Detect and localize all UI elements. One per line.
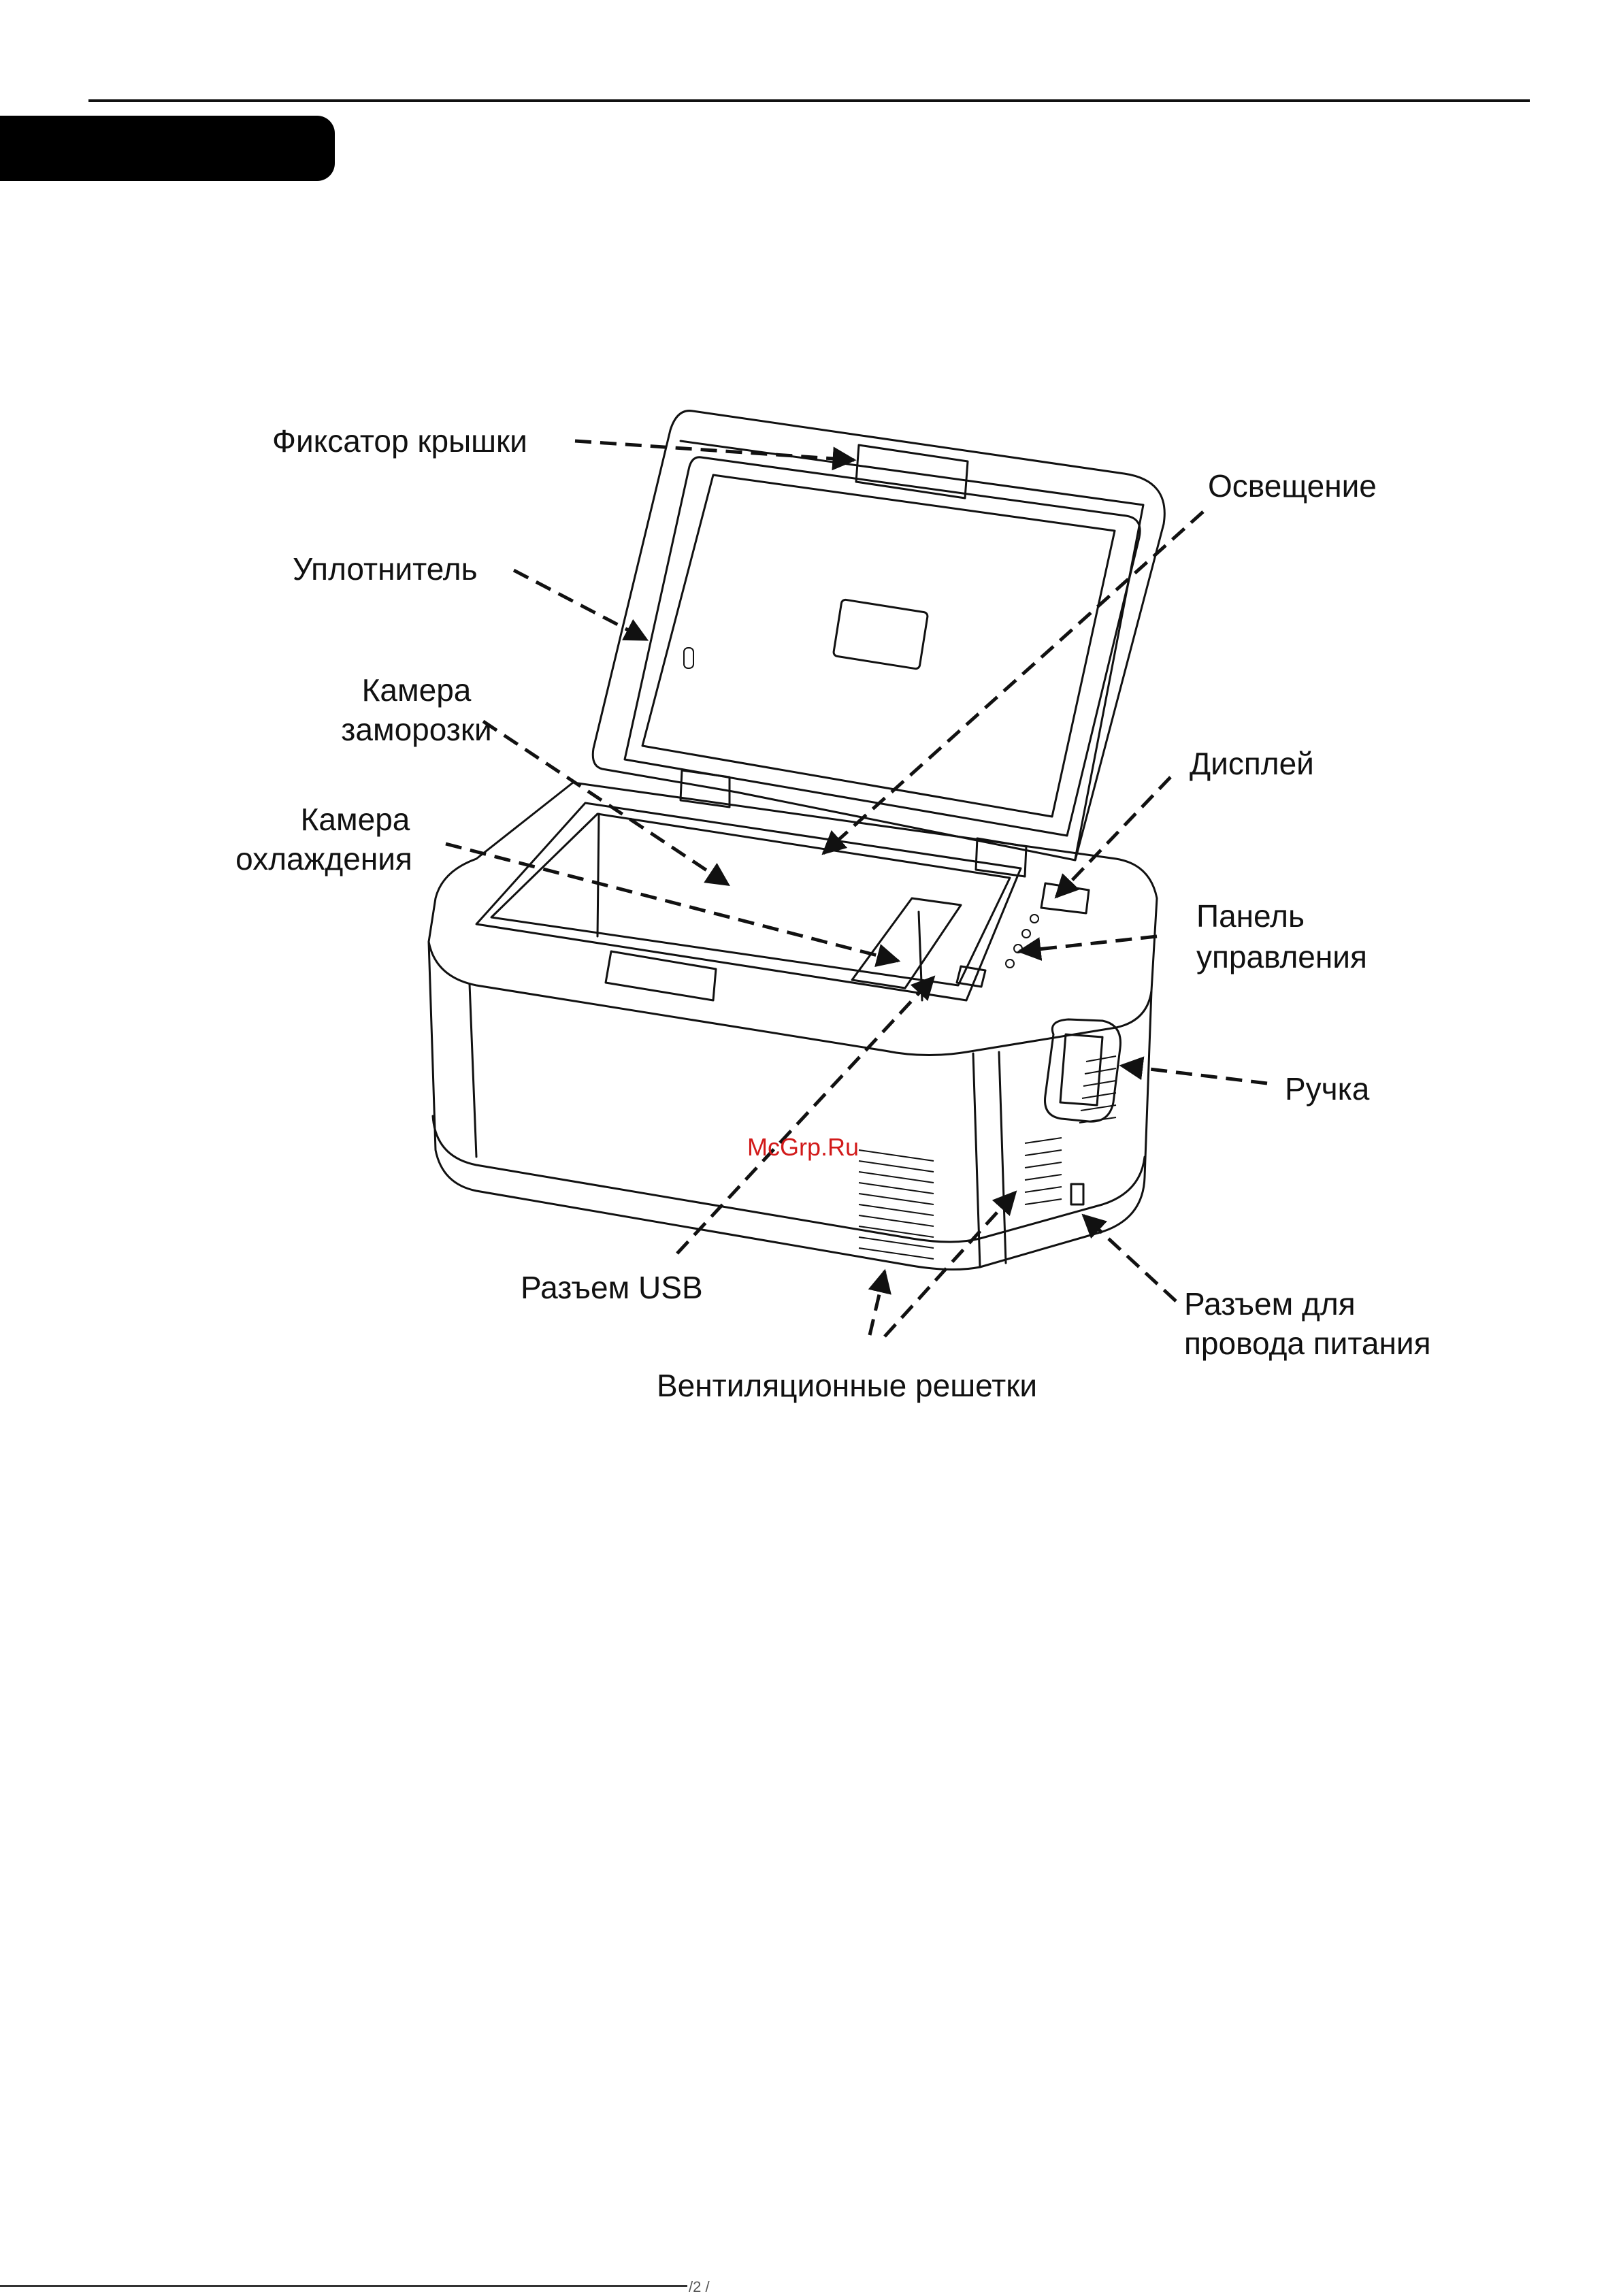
label-freezer-line2: заморозки: [341, 712, 491, 747]
lid-latch-part: [856, 445, 968, 498]
label-control-line1: Панель: [1196, 898, 1305, 934]
label-freezer-line1: Камера: [362, 672, 472, 708]
lid: [593, 411, 1164, 860]
watermark: McGrp.Ru: [747, 1133, 859, 1161]
leader-lines: [446, 441, 1267, 1336]
label-power-line1: Разъем для: [1184, 1286, 1356, 1322]
label-vents: Вентиляционные решетки: [657, 1368, 1037, 1403]
label-lighting: Освещение: [1208, 468, 1377, 504]
label-power-line2: провода питания: [1184, 1326, 1431, 1361]
page-number: /2 /: [689, 2278, 710, 2296]
usb-port-part: [957, 966, 985, 987]
label-seal: Уплотнитель: [293, 551, 478, 587]
label-cooler-line2: охлаждения: [235, 841, 412, 876]
lid-display-window: [833, 600, 928, 670]
label-lid-latch: Фиксатор крышки: [272, 423, 527, 459]
label-handle: Ручка: [1285, 1071, 1370, 1106]
label-display: Дисплей: [1190, 746, 1314, 781]
label-usb: Разъем USB: [521, 1270, 703, 1305]
label-control-line2: управления: [1196, 939, 1367, 974]
label-cooler-line1: Камера: [301, 802, 410, 837]
footer-rule: [0, 2285, 687, 2287]
side-vent-grille: [1025, 1056, 1116, 1204]
front-vent-grille: [859, 1150, 934, 1259]
power-socket-part: [1071, 1184, 1083, 1204]
